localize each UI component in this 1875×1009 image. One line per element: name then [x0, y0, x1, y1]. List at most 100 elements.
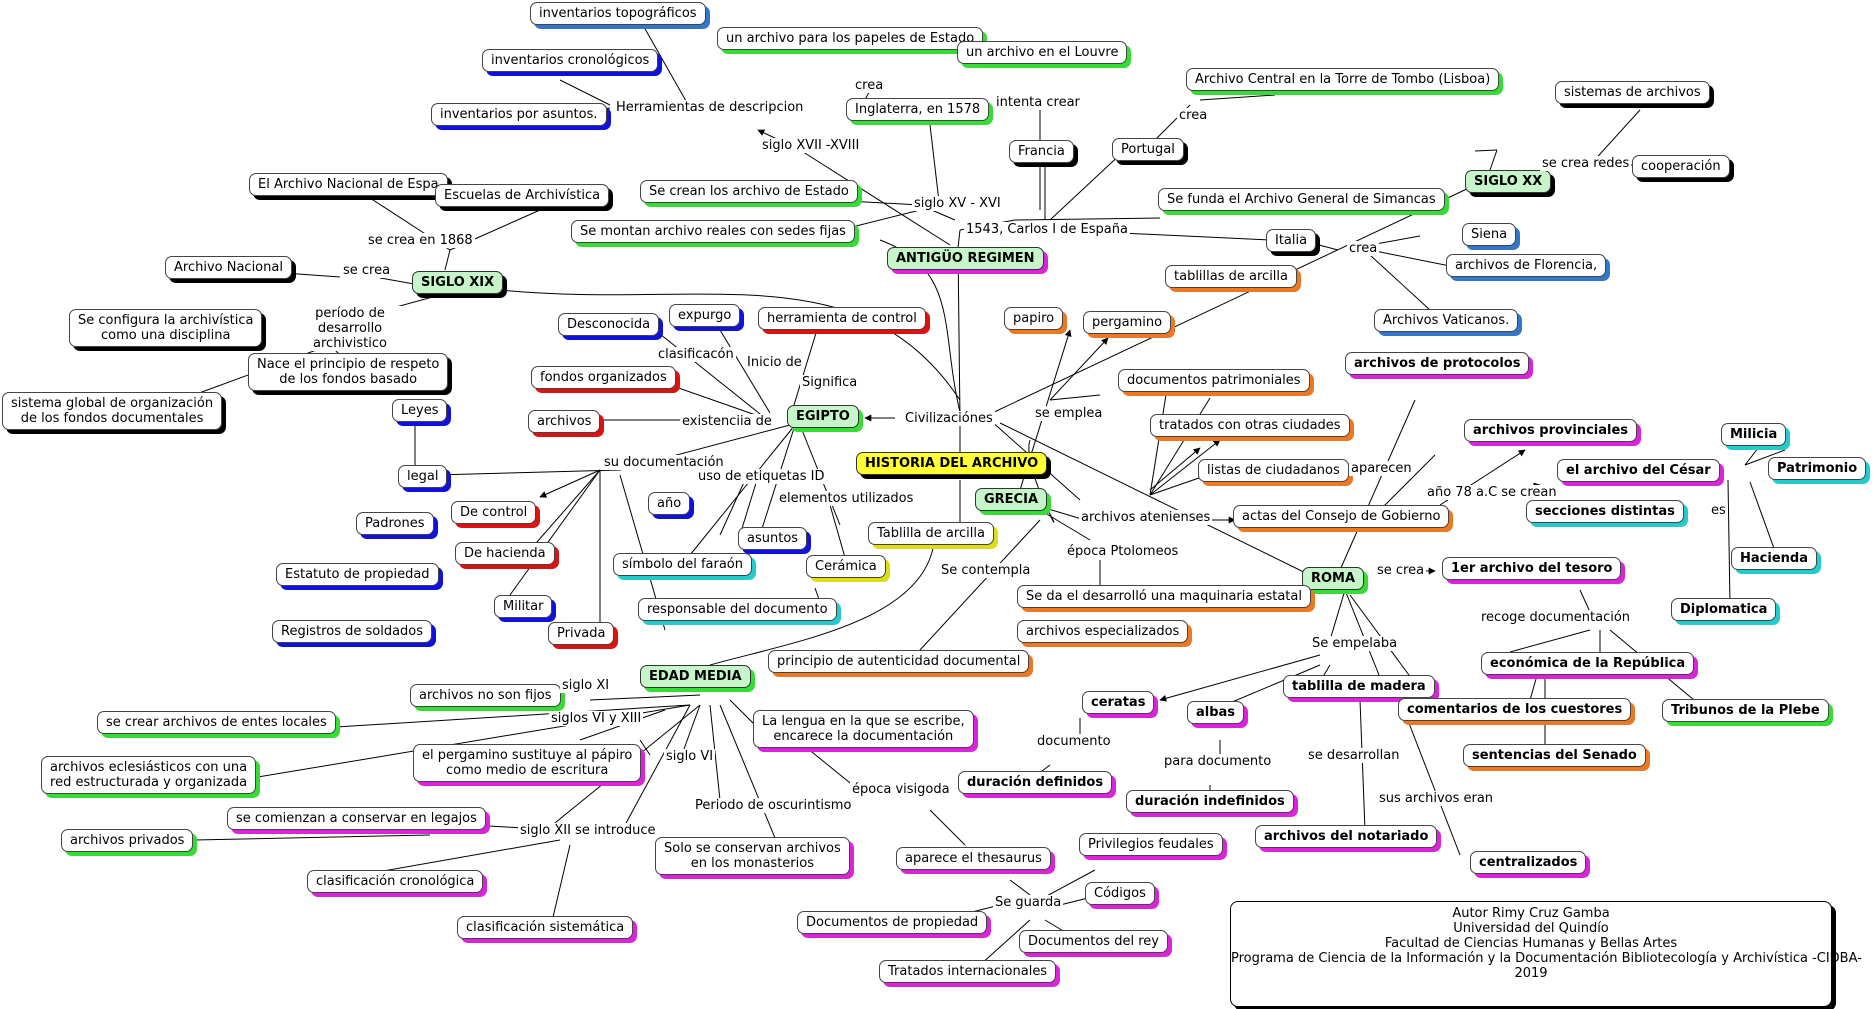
- siglo-xix-node[interactable]: SIGLO XIX: [412, 271, 504, 294]
- crean-archivos-estado-node[interactable]: Se crean los archivo de Estado: [640, 180, 858, 203]
- egipto-node[interactable]: EGIPTO: [787, 405, 859, 428]
- ceratas-node[interactable]: ceratas: [1082, 691, 1155, 714]
- documentos-patrimoniales-node[interactable]: documentos patrimoniales: [1118, 369, 1310, 392]
- simbolo-faraon-node[interactable]: símbolo del faraón: [613, 553, 752, 576]
- cooperacion-node[interactable]: cooperación: [1632, 155, 1730, 178]
- documento-label: documento: [1035, 734, 1113, 749]
- archivo-louvre-node[interactable]: un archivo en el Louvre: [957, 41, 1128, 64]
- desarrollo-maquinaria-node[interactable]: Se da el desarrolló una maquinaria estat…: [1017, 585, 1311, 608]
- privilegios-feudales-node[interactable]: Privilegios feudales: [1079, 833, 1223, 856]
- escuelas-archivistica-node[interactable]: Escuelas de Archivística: [435, 184, 610, 207]
- de-hacienda-node[interactable]: De hacienda: [455, 542, 555, 565]
- thesaurus-node[interactable]: aparece el thesaurus: [896, 847, 1051, 870]
- responsable-documento-node[interactable]: responsable del documento: [638, 598, 837, 621]
- inventarios-asuntos-node[interactable]: inventarios por asuntos.: [431, 103, 607, 126]
- sistemas-archivos-node[interactable]: sistemas de archivos: [1555, 81, 1710, 104]
- principio-respeto-node[interactable]: Nace el principio de respeto de los fond…: [248, 353, 449, 391]
- tablilla-arcilla-node[interactable]: Tablilla de arcilla: [868, 522, 994, 545]
- registros-soldados-node[interactable]: Registros de soldados: [272, 620, 433, 643]
- sistema-global-node[interactable]: sistema global de organización de los fo…: [2, 392, 223, 430]
- configura-archivistica-node[interactable]: Se configura la archivística como una di…: [69, 309, 263, 347]
- inglaterra-node[interactable]: Inglaterra, en 1578: [846, 98, 990, 121]
- archivo-papeles-estado-node[interactable]: un archivo para los papeles de Estado: [717, 27, 984, 50]
- edad-media-node[interactable]: EDAD MEDIA: [640, 665, 751, 688]
- inventarios-topograficos-node[interactable]: inventarios topográficos: [530, 2, 706, 25]
- clasificacion-cronologica-node[interactable]: clasificación cronológica: [307, 870, 484, 893]
- tablilla-madera-node[interactable]: tablilla de madera: [1283, 675, 1435, 698]
- patrimonio-node[interactable]: Patrimonio: [1768, 457, 1867, 480]
- fundacion-simancas-node[interactable]: Se funda el Archivo General de Simancas: [1158, 188, 1445, 211]
- pergamino-node[interactable]: pergamino: [1083, 311, 1172, 334]
- herramienta-control-node[interactable]: herramienta de control: [758, 307, 926, 330]
- sentencias-senado-node[interactable]: sentencias del Senado: [1463, 744, 1646, 767]
- archivos-provinciales-node[interactable]: archivos provinciales: [1464, 419, 1638, 442]
- conservar-legajos-node[interactable]: se comienzan a conservar en legajos: [227, 807, 486, 830]
- archivos-protocolos-node[interactable]: archivos de protocolos: [1345, 352, 1530, 375]
- actas-consejo-node[interactable]: actas del Consejo de Gobierno: [1233, 505, 1450, 528]
- historia-del-archivo-node[interactable]: HISTORIA DEL ARCHIVO: [856, 452, 1048, 475]
- roma-node[interactable]: ROMA: [1302, 567, 1365, 590]
- archivos-florencia-node[interactable]: archivos de Florencia,: [1446, 254, 1607, 277]
- tribunos-plebe-node[interactable]: Tribunos de la Plebe: [1662, 699, 1829, 722]
- albas-node[interactable]: albas: [1187, 701, 1245, 724]
- francia-node[interactable]: Francia: [1009, 140, 1074, 163]
- centralizados-node[interactable]: centralizados: [1470, 851, 1587, 874]
- duracion-indefinidos-node[interactable]: duración indefinidos: [1126, 790, 1294, 813]
- milicia-node[interactable]: Milicia: [1721, 423, 1787, 446]
- primer-archivo-tesoro-node[interactable]: 1er archivo del tesoro: [1442, 557, 1622, 580]
- archivos-privados-node[interactable]: archivos privados: [61, 829, 194, 852]
- padrones-node[interactable]: Padrones: [356, 512, 434, 535]
- secciones-distintas-node[interactable]: secciones distintas: [1526, 500, 1684, 523]
- documentos-propiedad-node[interactable]: Documentos de propiedad: [797, 911, 988, 934]
- eclesiasticos-node[interactable]: archivos eclesiásticos con una red estru…: [41, 756, 257, 794]
- portugal-node[interactable]: Portugal: [1112, 138, 1184, 161]
- hacienda-roma-node[interactable]: Hacienda: [1731, 547, 1817, 570]
- papiro-node[interactable]: papiro: [1004, 307, 1064, 330]
- expurgo-node[interactable]: expurgo: [669, 304, 741, 327]
- principio-autenticidad-node[interactable]: principio de autenticidad documental: [768, 650, 1030, 673]
- archivo-cesar-node[interactable]: el archivo del César: [1557, 459, 1720, 482]
- comentarios-cuestores-node[interactable]: comentarios de los cuestores: [1398, 698, 1632, 721]
- fondos-organizados-node[interactable]: fondos organizados: [531, 366, 676, 389]
- siglo-xv-xvi-label: siglo XV - XVI: [912, 196, 1003, 211]
- diplomatica-node[interactable]: Diplomatica: [1671, 598, 1777, 621]
- italia-node[interactable]: Italia: [1266, 229, 1317, 252]
- de-control-node[interactable]: De control: [451, 501, 537, 524]
- codigos-node[interactable]: Códigos: [1085, 882, 1155, 905]
- archivo-nacional-node[interactable]: Archivo Nacional: [165, 256, 292, 279]
- documentos-rey-node[interactable]: Documentos del rey: [1019, 930, 1168, 953]
- ceramica-node[interactable]: Cerámica: [806, 555, 886, 578]
- militar-node[interactable]: Militar: [494, 595, 553, 618]
- desconocida-node[interactable]: Desconocida: [558, 313, 660, 336]
- legal-node[interactable]: legal: [398, 465, 448, 488]
- privada-node[interactable]: Privada: [548, 622, 615, 645]
- listas-ciudadanos-node[interactable]: listas de ciudadanos: [1198, 459, 1349, 482]
- archivos-no-fijos-node[interactable]: archivos no son fijos: [410, 684, 561, 707]
- antiguo-regimen-node[interactable]: ANTIGÜO REGIMEN: [887, 247, 1044, 270]
- torre-tombo-node[interactable]: Archivo Central en la Torre de Tombo (Li…: [1186, 68, 1500, 91]
- leyes-node[interactable]: Leyes: [392, 399, 448, 422]
- pergamino-sustituye-node[interactable]: el pergamino sustituye al pápiro como me…: [413, 744, 642, 782]
- tratados-internacionales-node[interactable]: Tratados internacionales: [879, 960, 1057, 983]
- lengua-escribe-node[interactable]: La lengua en la que se escribe, encarece…: [753, 710, 974, 748]
- economica-republica-node[interactable]: económica de la República: [1481, 652, 1695, 675]
- ano-node[interactable]: año: [648, 492, 691, 515]
- archivos-node[interactable]: archivos: [528, 410, 601, 433]
- estatuto-propiedad-node[interactable]: Estatuto de propiedad: [276, 563, 439, 586]
- entes-locales-node[interactable]: se crear archivos de entes locales: [97, 711, 336, 734]
- tratados-ciudades-node[interactable]: tratados con otras ciudades: [1150, 414, 1350, 437]
- montan-archivos-node[interactable]: Se montan archivo reales con sedes fijas: [571, 220, 855, 243]
- archivos-vaticanos-node[interactable]: Archivos Vaticanos.: [1374, 309, 1519, 332]
- siglo-xx-node[interactable]: SIGLO XX: [1465, 170, 1552, 193]
- solo-monasterios-node[interactable]: Solo se conservan archivos en los monast…: [655, 837, 850, 875]
- archivo-nacional-espa-node[interactable]: El Archivo Nacional de Espa: [249, 173, 448, 196]
- tablillas-arcilla-node[interactable]: tablillas de arcilla: [1165, 265, 1297, 288]
- asuntos-node[interactable]: asuntos: [738, 527, 808, 550]
- duracion-definidos-node[interactable]: duración definidos: [958, 771, 1113, 794]
- archivos-especializados-node[interactable]: archivos especializados: [1017, 620, 1189, 643]
- siena-node[interactable]: Siena: [1462, 223, 1517, 246]
- inventarios-cronologicos-node[interactable]: inventarios cronológicos: [482, 49, 659, 72]
- archivos-notariado-node[interactable]: archivos del notariado: [1255, 825, 1438, 848]
- clasificacion-sistematica-node[interactable]: clasificación sistemática: [457, 916, 634, 939]
- grecia-node[interactable]: GRECIA: [975, 488, 1047, 511]
